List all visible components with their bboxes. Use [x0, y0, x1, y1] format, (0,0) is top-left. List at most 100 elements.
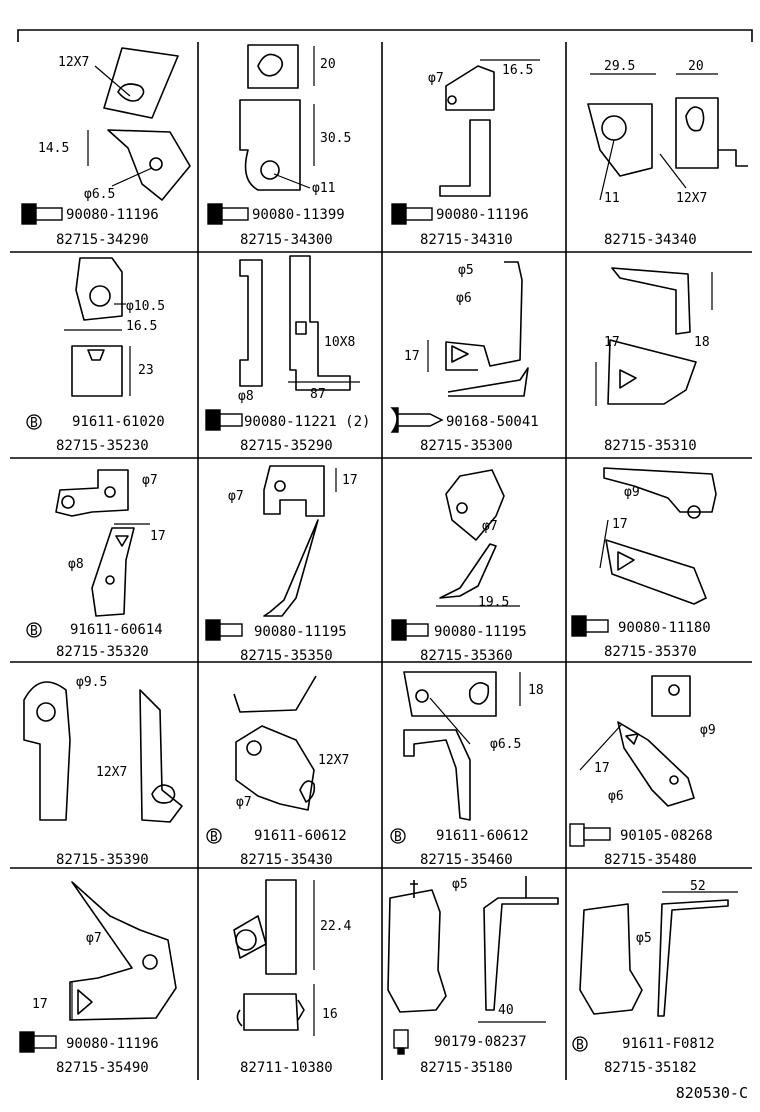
svg-text:91611-61020: 91611-61020: [72, 414, 165, 430]
bolt-icon: [569, 823, 611, 847]
svg-text:B: B: [30, 624, 38, 639]
clip-icon: B: [26, 622, 42, 639]
bolt-icon: [21, 203, 63, 225]
svg-text:φ7: φ7: [228, 489, 244, 504]
svg-text:17: 17: [32, 997, 48, 1012]
svg-text:12X7: 12X7: [96, 765, 127, 780]
svg-text:22.4: 22.4: [320, 919, 351, 934]
svg-text:82715-35290: 82715-35290: [240, 438, 333, 454]
screw-icon: [390, 407, 444, 433]
svg-text:φ8: φ8: [238, 389, 254, 404]
bolt-icon: [19, 1031, 57, 1053]
svg-text:82715-35360: 82715-35360: [420, 648, 513, 664]
svg-text:82715-35300: 82715-35300: [420, 438, 513, 454]
leader-lines: [64, 46, 738, 1036]
svg-text:52: 52: [690, 879, 706, 894]
svg-text:82715-34300: 82715-34300: [240, 232, 333, 248]
svg-text:11: 11: [604, 191, 620, 206]
fastener-numbers: 90080-11196 90080-11399 90080-11196 9161…: [66, 207, 715, 1052]
svg-text:82715-35320: 82715-35320: [56, 644, 149, 660]
bolt-icon: [391, 619, 429, 641]
svg-text:φ10.5: φ10.5: [126, 299, 165, 314]
svg-text:82715-35390: 82715-35390: [56, 852, 149, 868]
svg-text:φ5: φ5: [452, 877, 468, 892]
svg-text:82711-10380: 82711-10380: [240, 1060, 333, 1076]
diagram-reference: 820530-C: [675, 1084, 748, 1102]
bolt-icon: [571, 615, 609, 637]
clip-icon: B: [26, 414, 42, 431]
svg-text:90080-11221 (2): 90080-11221 (2): [244, 414, 370, 430]
bolt-icon: [205, 409, 243, 431]
svg-text:20: 20: [320, 57, 336, 72]
svg-text:17: 17: [594, 761, 610, 776]
svg-text:90168-50041: 90168-50041: [446, 414, 539, 430]
dimension-labels: 12X7 14.5 φ6.5 20 30.5 φ11 φ7 16.5 29.5 …: [32, 55, 716, 1022]
svg-text:90080-11196: 90080-11196: [66, 1036, 159, 1052]
svg-text:40: 40: [498, 1003, 514, 1018]
svg-text:φ9: φ9: [624, 485, 640, 500]
svg-text:14.5: 14.5: [38, 141, 69, 156]
frame: [10, 29, 753, 1080]
svg-text:B: B: [394, 830, 402, 845]
svg-text:82715-35350: 82715-35350: [240, 648, 333, 664]
svg-text:18: 18: [528, 683, 544, 698]
bracket-artwork: [23, 44, 748, 1031]
svg-text:φ7: φ7: [142, 473, 158, 488]
clip-icon: B: [572, 1036, 588, 1053]
svg-text:φ9.5: φ9.5: [76, 675, 107, 690]
svg-text:82715-35430: 82715-35430: [240, 852, 333, 868]
svg-text:17: 17: [612, 517, 628, 532]
svg-text:90080-11195: 90080-11195: [434, 624, 527, 640]
svg-text:16: 16: [322, 1007, 338, 1022]
svg-text:82715-35180: 82715-35180: [420, 1060, 513, 1076]
bolt-icon: [391, 203, 433, 225]
svg-text:82715-35230: 82715-35230: [56, 438, 149, 454]
svg-text:82715-35182: 82715-35182: [604, 1060, 697, 1076]
svg-text:φ8: φ8: [68, 557, 84, 572]
svg-text:30.5: 30.5: [320, 131, 351, 146]
svg-text:12X7: 12X7: [58, 55, 89, 70]
nut-icon: [393, 1029, 409, 1055]
clip-icon: B: [390, 828, 406, 845]
svg-text:17: 17: [150, 529, 166, 544]
svg-text:12X7: 12X7: [318, 753, 349, 768]
svg-text:19.5: 19.5: [478, 595, 509, 610]
svg-text:17: 17: [604, 335, 620, 350]
svg-text:φ7: φ7: [86, 931, 102, 946]
svg-text:20: 20: [688, 59, 704, 74]
svg-text:B: B: [576, 1038, 584, 1053]
svg-text:23: 23: [138, 363, 154, 378]
svg-text:91611-60612: 91611-60612: [436, 828, 529, 844]
bolt-icon: [205, 619, 243, 641]
svg-text:12X7: 12X7: [676, 191, 707, 206]
clip-icon: B: [206, 828, 222, 845]
svg-text:82715-35370: 82715-35370: [604, 644, 697, 660]
svg-text:16.5: 16.5: [126, 319, 157, 334]
svg-text:82715-35480: 82715-35480: [604, 852, 697, 868]
svg-text:φ11: φ11: [312, 181, 335, 196]
svg-text:29.5: 29.5: [604, 59, 635, 74]
svg-text:φ5: φ5: [458, 263, 474, 278]
svg-text:B: B: [210, 830, 218, 845]
svg-text:90080-11399: 90080-11399: [252, 207, 345, 223]
svg-text:18: 18: [694, 335, 710, 350]
svg-text:17: 17: [404, 349, 420, 364]
svg-text:82715-35310: 82715-35310: [604, 438, 697, 454]
svg-text:82715-34310: 82715-34310: [420, 232, 513, 248]
svg-text:91611-60612: 91611-60612: [254, 828, 347, 844]
bolt-icon: [207, 203, 249, 225]
svg-text:91611-F0812: 91611-F0812: [622, 1036, 715, 1052]
svg-text:90105-08268: 90105-08268: [620, 828, 713, 844]
fastener-glyphs: [19, 203, 611, 1055]
svg-text:φ6.5: φ6.5: [84, 187, 115, 202]
svg-text:B: B: [30, 416, 38, 431]
part-numbers: 82715-34290 82715-34300 82715-34310 8271…: [56, 232, 697, 1076]
svg-text:90179-08237: 90179-08237: [434, 1034, 527, 1050]
svg-text:90080-11195: 90080-11195: [254, 624, 347, 640]
svg-text:87: 87: [310, 387, 326, 402]
svg-text:90080-11180: 90080-11180: [618, 620, 711, 636]
svg-text:φ6: φ6: [608, 789, 624, 804]
svg-text:16.5: 16.5: [502, 63, 533, 78]
svg-text:82715-34290: 82715-34290: [56, 232, 149, 248]
